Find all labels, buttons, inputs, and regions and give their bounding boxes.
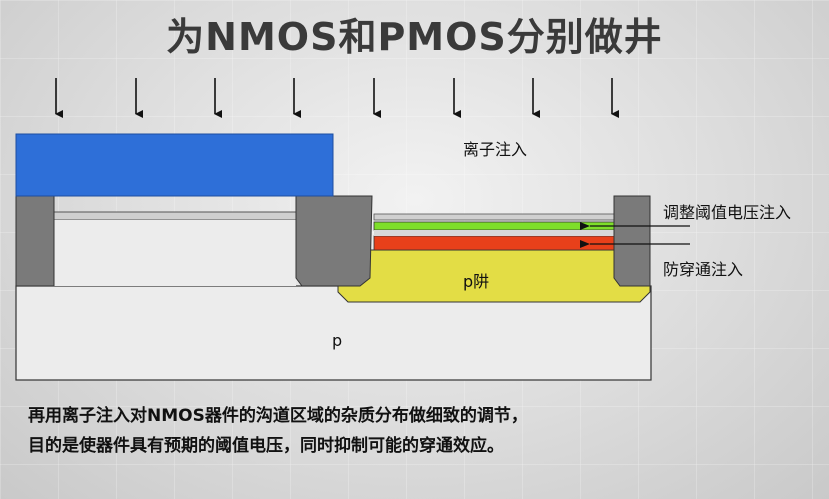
thin-oxide-left: [53, 211, 297, 221]
caption-line-2: 目的是使器件具有预期的阈值电压，同时抑制可能的穿通效应。: [28, 436, 504, 456]
threshold-implant-label: 调整阈值电压注入: [663, 203, 792, 222]
caption: 再用离子注入对NMOS器件的沟道区域的杂质分布做细致的调节， 目的是使器件具有预…: [28, 401, 808, 461]
nmos-region-fill: [54, 220, 296, 286]
field-oxide-left: [15, 195, 55, 287]
field-oxide-right: [613, 195, 651, 287]
punchthrough-layer: [373, 235, 615, 251]
page-title: 为NMOS和PMOS分别做井: [166, 15, 663, 59]
caption-line-1: 再用离子注入对NMOS器件的沟道区域的杂质分布做细致的调节，: [28, 406, 528, 426]
p-well-label: p阱: [463, 272, 490, 291]
field-oxide-middle: [295, 195, 373, 287]
substrate-label: p: [332, 331, 343, 350]
threshold-layer: [373, 221, 615, 231]
p-well: [337, 249, 651, 303]
ion-implant-label: 离子注入: [463, 140, 528, 159]
gap-layer: [374, 230, 614, 236]
implant-arrows: [55, 78, 619, 118]
punchthrough-implant-label: 防穿通注入: [663, 260, 744, 279]
photoresist-block: [15, 133, 334, 197]
thin-oxide-right: [373, 213, 615, 221]
